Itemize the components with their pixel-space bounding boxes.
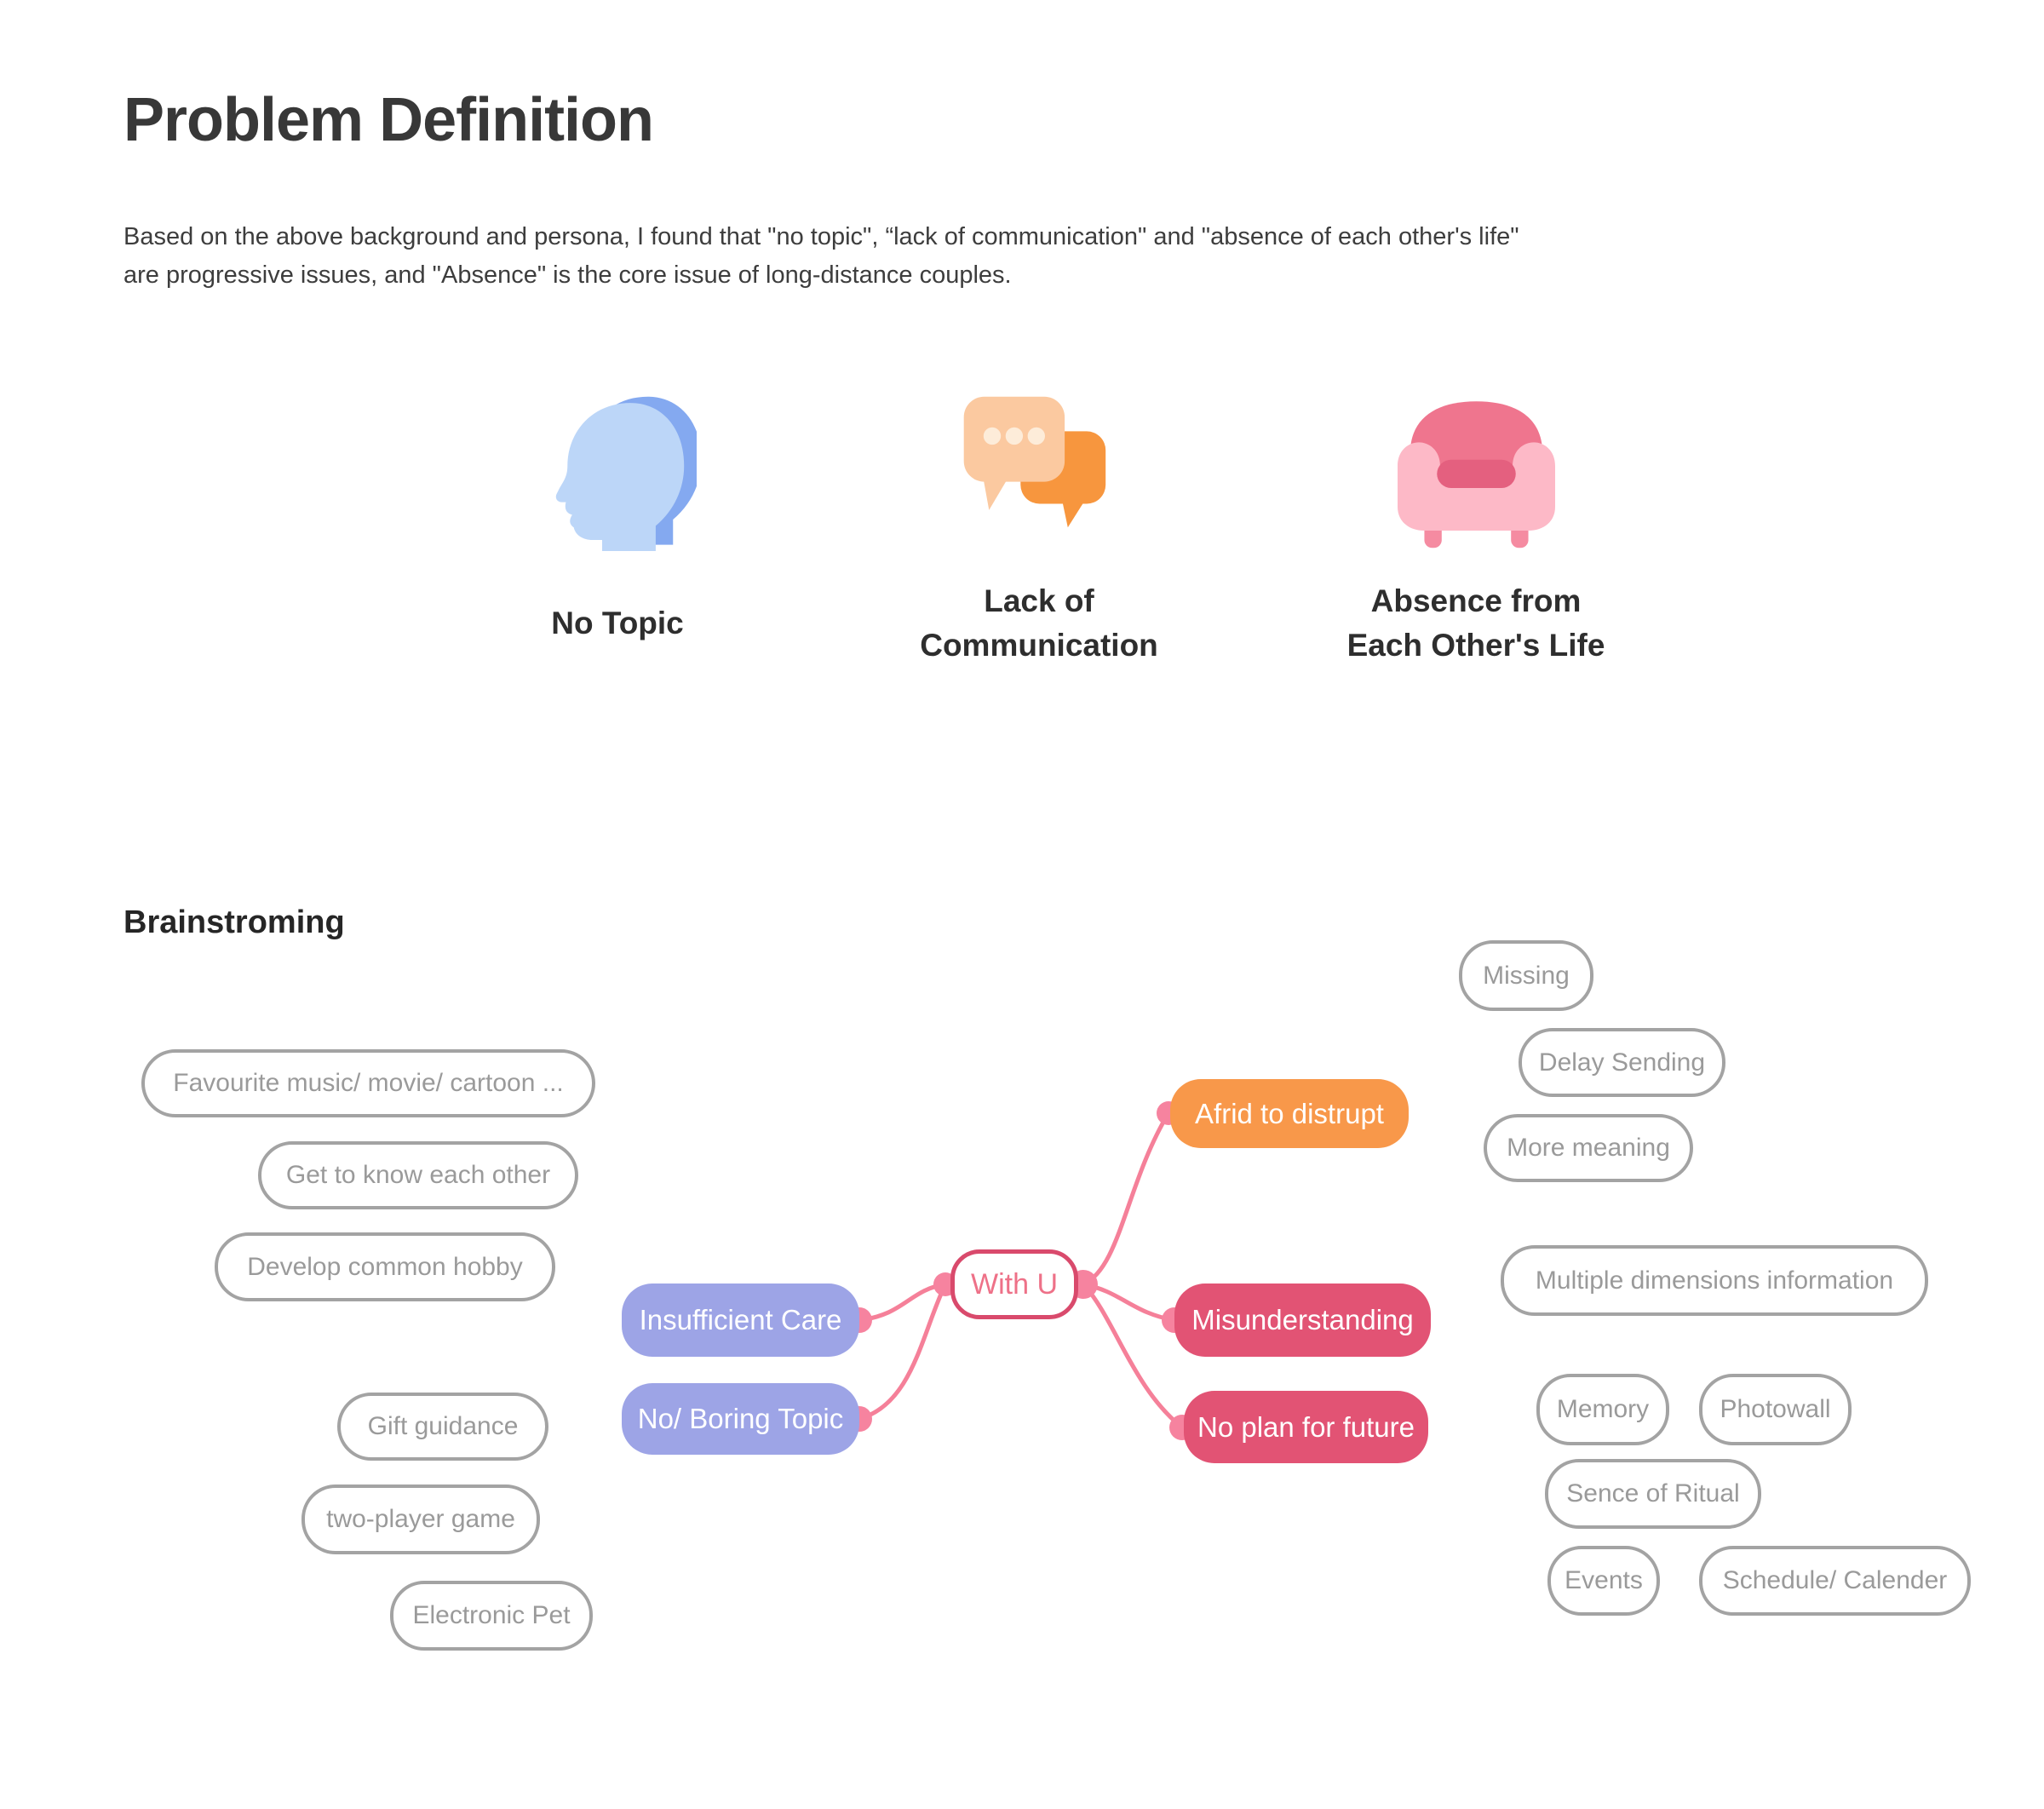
- idea-pill-memory: Memory: [1536, 1374, 1669, 1445]
- branch-label: Afrid to distrupt: [1195, 1097, 1384, 1129]
- idea-pill-delay-sending: Delay Sending: [1519, 1028, 1725, 1097]
- connector-curve: [858, 1283, 948, 1421]
- idea-pill-electronic-pet: Electronic Pet: [390, 1581, 593, 1651]
- connector-curve: [1082, 1111, 1171, 1287]
- connector-curve: [1082, 1283, 1184, 1429]
- idea-pill-schedule-calender: Schedule/ Calender: [1699, 1546, 1971, 1616]
- idea-label: Multiple dimensions information: [1535, 1266, 1894, 1295]
- page-description: Based on the above background and person…: [123, 223, 1519, 289]
- branch-label: Misunderstanding: [1191, 1304, 1414, 1335]
- page-title: Problem Definition: [123, 86, 654, 154]
- problem-label-line: Absence from: [1370, 583, 1582, 619]
- idea-pill-get-to-know: Get to know each other: [258, 1141, 578, 1209]
- idea-label: Photowall: [1720, 1395, 1831, 1423]
- branch-pill-no-boring-topic: No/ Boring Topic: [622, 1383, 859, 1455]
- idea-label: two-player game: [326, 1505, 515, 1533]
- idea-label: Gift guidance: [367, 1412, 519, 1440]
- branch-pill-misunderstanding: Misunderstanding: [1174, 1284, 1431, 1357]
- idea-label: Events: [1565, 1566, 1643, 1594]
- idea-label: Electronic Pet: [412, 1601, 571, 1629]
- idea-pill-sence-of-ritual: Sence of Ritual: [1545, 1459, 1761, 1529]
- idea-label: Get to know each other: [285, 1161, 551, 1189]
- idea-pill-two-player-game: two-player game: [301, 1485, 540, 1554]
- branch-pill-insufficient-care: Insufficient Care: [622, 1284, 859, 1357]
- idea-pill-missing: Missing: [1459, 940, 1593, 1011]
- idea-pill-more-meaning: More meaning: [1484, 1114, 1693, 1182]
- idea-label: Favourite music/ movie/ cartoon ...: [173, 1069, 564, 1097]
- idea-label: Missing: [1483, 961, 1570, 990]
- idea-label: Sence of Ritual: [1566, 1479, 1740, 1508]
- idea-label: Schedule/ Calender: [1722, 1566, 1948, 1594]
- branch-label: Insufficient Care: [639, 1304, 842, 1335]
- idea-pill-multiple-dimensions: Multiple dimensions information: [1501, 1245, 1928, 1316]
- problem-label-line: Lack of: [984, 583, 1094, 619]
- branch-label: No/ Boring Topic: [637, 1403, 844, 1434]
- branch-label: No plan for future: [1197, 1410, 1415, 1443]
- problem-label-line: Communication: [920, 628, 1158, 663]
- problem-label-line: No Topic: [551, 606, 684, 641]
- brainstorming-heading: Brainstroming: [123, 904, 345, 940]
- idea-pill-gift-guidance: Gift guidance: [337, 1393, 548, 1461]
- idea-label: More meaning: [1507, 1134, 1670, 1162]
- idea-label: Memory: [1556, 1395, 1650, 1423]
- branch-pill-no-plan-for-future: No plan for future: [1184, 1391, 1428, 1463]
- idea-pill-favourite-music: Favourite music/ movie/ cartoon ...: [141, 1049, 595, 1117]
- problem-label-lack-of-communication: Lack of Communication: [835, 581, 1243, 666]
- problem-label-line: Each Other's Life: [1346, 628, 1605, 663]
- idea-pill-photowall: Photowall: [1699, 1374, 1852, 1445]
- problem-label-no-topic: No Topic: [413, 581, 822, 666]
- overlapping-heads-icon: [539, 393, 702, 551]
- branch-pill-afrid-to-distrupt: Afrid to distrupt: [1170, 1079, 1409, 1148]
- idea-pill-develop-hobby: Develop common hobby: [215, 1232, 555, 1301]
- center-node-label: With U: [971, 1267, 1058, 1301]
- armchair-icon: [1398, 393, 1555, 551]
- chat-bubbles-icon: [961, 393, 1118, 551]
- problem-label-absence: Absence from Each Other's Life: [1272, 581, 1680, 666]
- center-node-with-u: With U: [950, 1249, 1078, 1319]
- idea-pill-events: Events: [1547, 1546, 1660, 1616]
- idea-label: Develop common hobby: [247, 1252, 523, 1281]
- idea-label: Delay Sending: [1538, 1048, 1706, 1077]
